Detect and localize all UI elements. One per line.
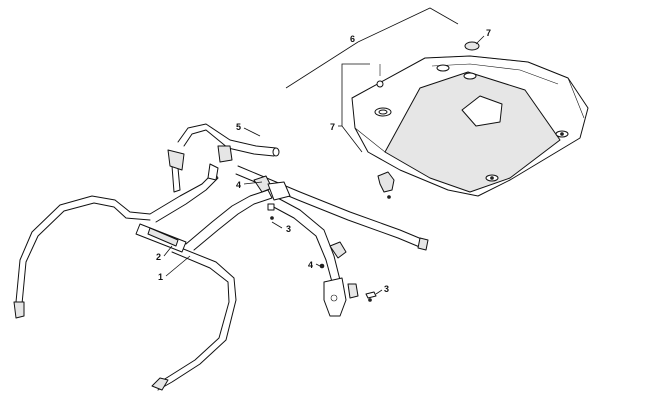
roll-bar-frame [13, 149, 273, 391]
bolt-lower [365, 291, 377, 302]
callout-5: 5 [236, 122, 241, 132]
callout-4-lower: 4 [308, 260, 313, 270]
upper-rear-bar [177, 123, 280, 163]
bracket-upper [253, 175, 291, 201]
cap-plug [464, 41, 480, 51]
bolt-upper [267, 203, 275, 220]
center-strut [267, 195, 359, 299]
latch-bracket [377, 171, 395, 199]
callout-2: 2 [156, 252, 161, 262]
callout-4-upper: 4 [236, 180, 241, 190]
bracket-lower [319, 263, 347, 317]
callout-3-upper: 3 [286, 224, 291, 234]
callout-7-left: 7 [330, 122, 335, 132]
leader-lines [163, 7, 485, 295]
callout-3-lower: 3 [384, 284, 389, 294]
callout-labels: 6 7 7 5 4 3 2 1 4 3 [156, 28, 491, 294]
callout-6: 6 [350, 34, 355, 44]
callout-1: 1 [158, 272, 163, 282]
callout-7-top: 7 [486, 28, 491, 38]
roof-panel [351, 55, 589, 197]
screw-washer-stack [376, 64, 388, 115]
